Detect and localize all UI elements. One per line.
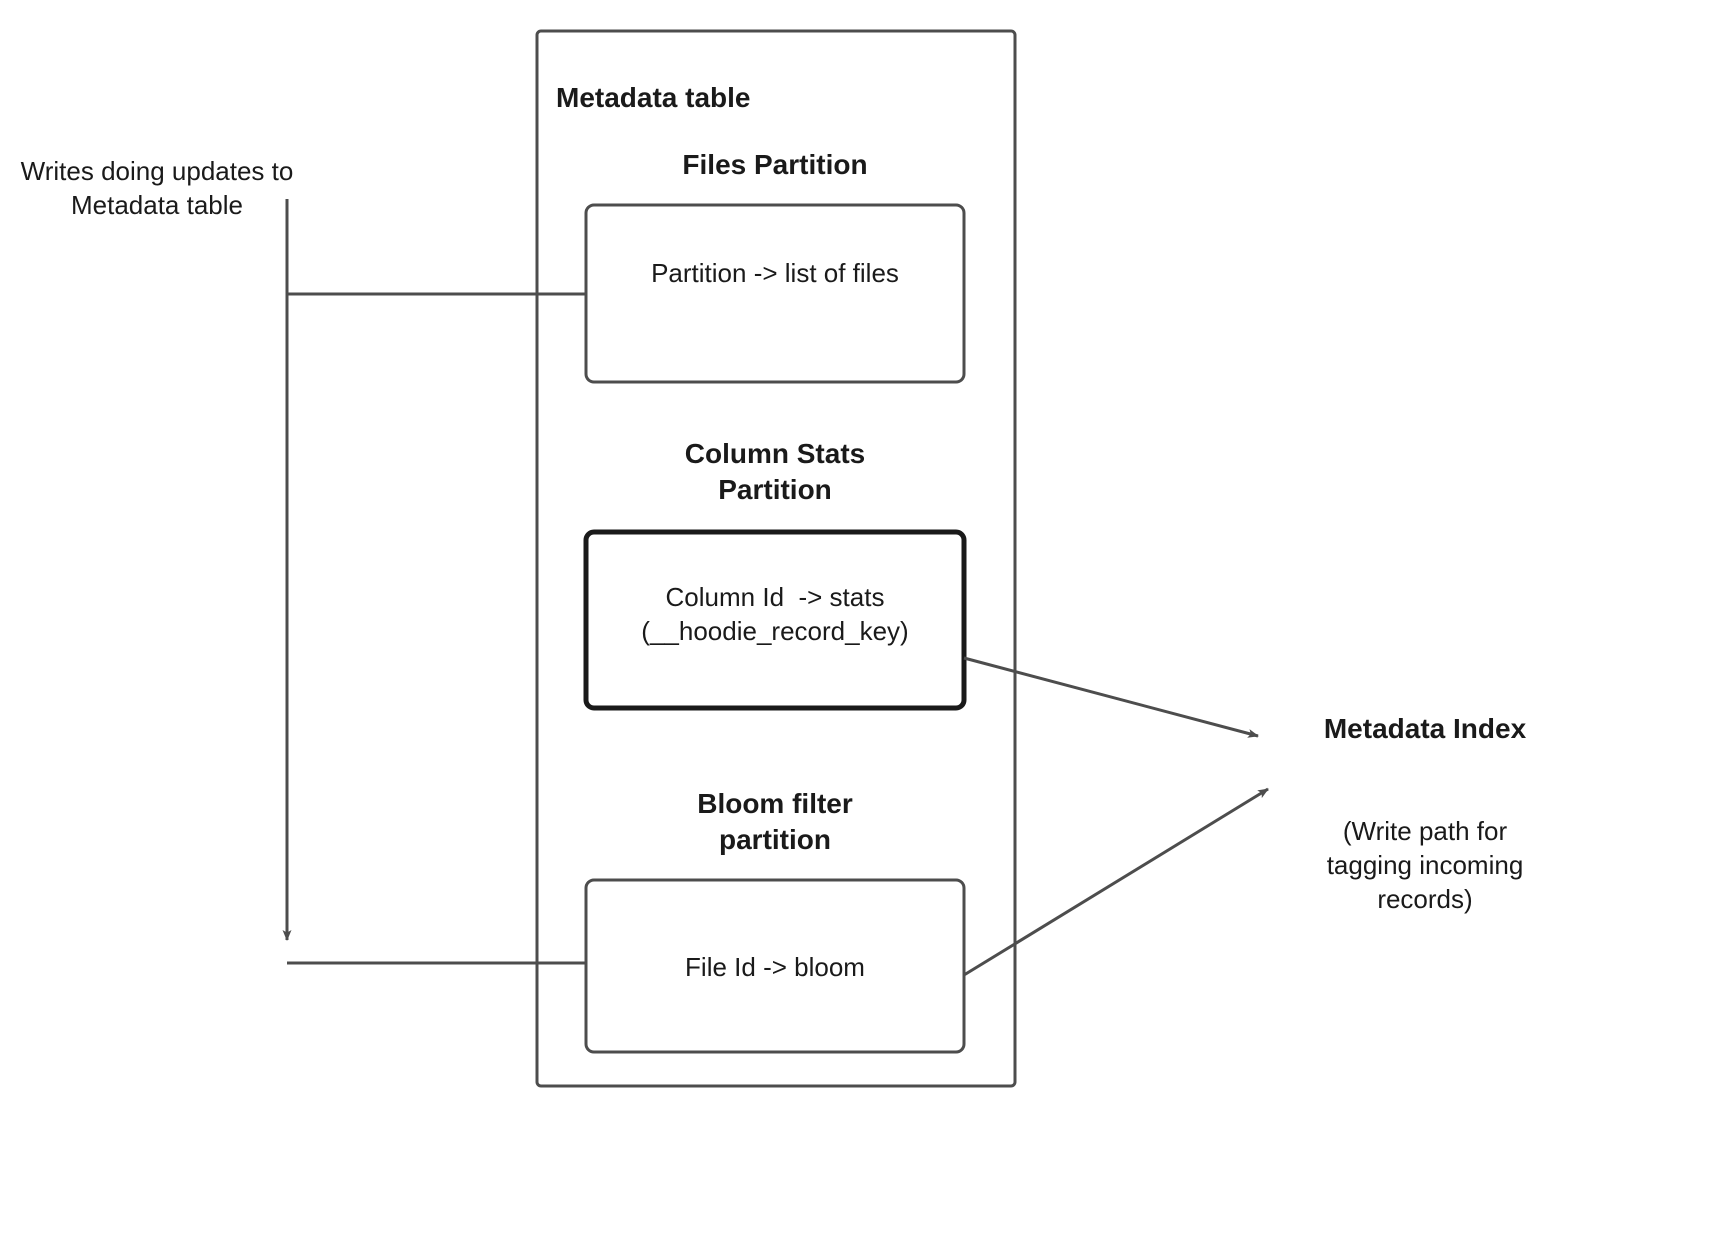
connector-bloom-to-metadata-index <box>963 787 1269 977</box>
bloom-filter-partition-box-label: File Id -> bloom <box>685 952 865 982</box>
column-stats-partition-box-label: Column Id -> stats (__hoodie_record_key) <box>641 582 909 646</box>
metadata-index-caption: (Write path for tagging incoming records… <box>1326 816 1524 914</box>
writes-note-label: Writes doing updates to Metadata table <box>20 156 301 220</box>
metadata-table-title: Metadata table <box>556 82 751 113</box>
bloom-filter-partition-heading: Bloom filter partition <box>697 788 853 856</box>
metadata-table-container <box>535 29 1017 1088</box>
files-partition-heading: Files Partition <box>682 149 868 180</box>
connector-column-stats-to-metadata-index <box>963 656 1259 738</box>
files-partition-box-label: Partition -> list of files <box>651 258 899 288</box>
metadata-index-title: Metadata Index <box>1323 713 1527 744</box>
column-stats-partition-heading: Column Stats Partition <box>684 438 866 506</box>
files-partition-box <box>584 203 966 384</box>
